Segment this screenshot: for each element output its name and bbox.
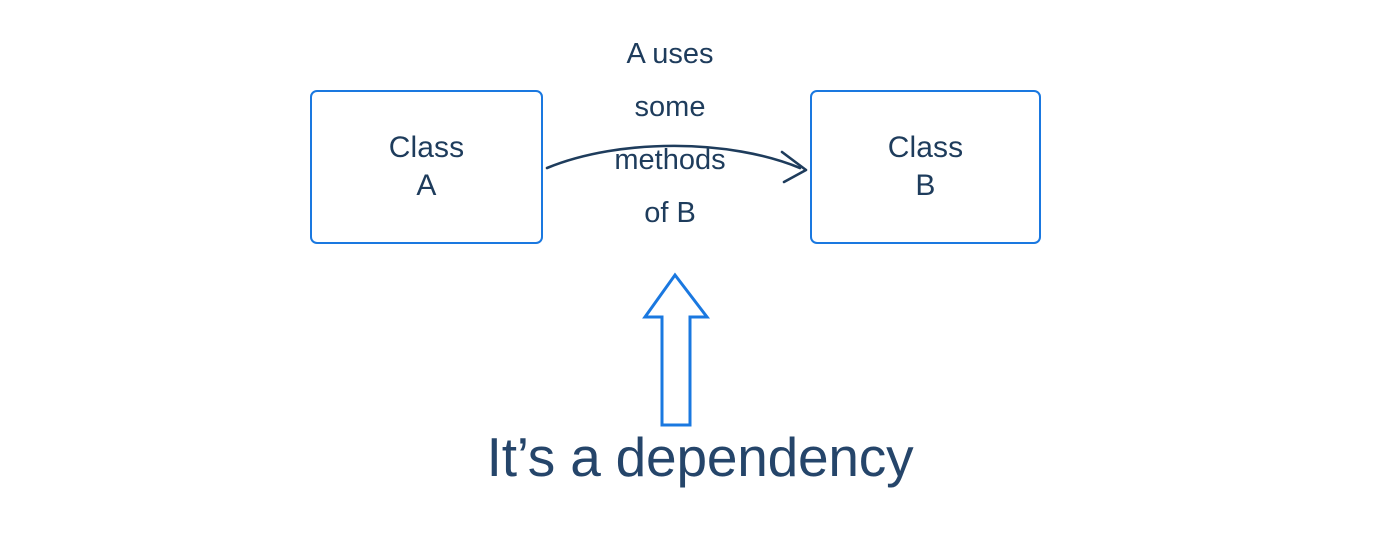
class-node-b[interactable]: Class B [810,90,1041,244]
class-node-b-label: Class B [887,130,964,202]
class-node-a-label: Class A [388,130,465,202]
class-node-a[interactable]: Class A [310,90,543,244]
caption-text: It’s a dependency [486,426,914,488]
block-arrow-up-icon [642,272,711,427]
dependency-edge-label: A uses some methods of B [614,38,726,229]
